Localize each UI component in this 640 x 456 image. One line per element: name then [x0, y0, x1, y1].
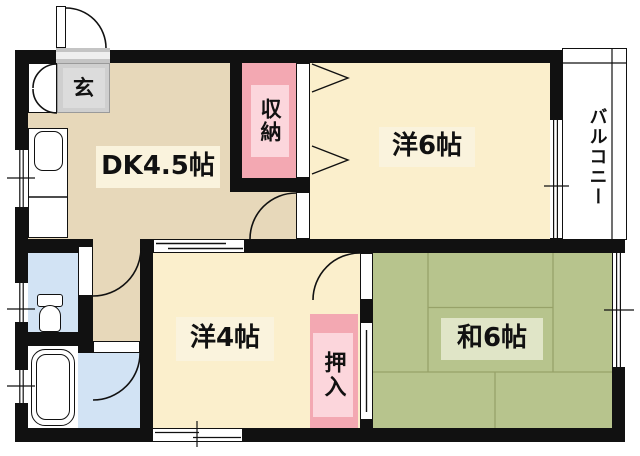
- window-bathroom: [15, 370, 28, 403]
- entrance-mat-inner: [63, 68, 105, 108]
- entrance-threshold: [56, 48, 110, 63]
- room-bathroom: [78, 353, 140, 428]
- storage-folding-doors: [296, 63, 310, 178]
- door-western4-japanese6: [360, 253, 373, 300]
- wall-bottom: [15, 428, 625, 442]
- label-oshiire: 押入: [313, 333, 353, 417]
- wall-storage-left: [230, 50, 242, 192]
- oshiire-fusuma: [360, 322, 373, 420]
- window-japanese6: [613, 253, 625, 367]
- wall-bath-corner: [78, 332, 93, 353]
- toilet-bowl-icon: [39, 305, 61, 332]
- door-toilet: [78, 246, 93, 296]
- entrance-door-arc: [65, 7, 107, 49]
- label-japanese6: 和6帖: [441, 318, 543, 360]
- window-kitchen: [15, 150, 28, 207]
- window-toilet: [15, 283, 28, 322]
- label-entrance: 玄: [73, 75, 94, 100]
- wall-toilet-bottom: [15, 332, 93, 346]
- door-bathroom: [93, 341, 140, 353]
- label-storage: 収納: [251, 85, 289, 157]
- window-western4: [153, 429, 242, 441]
- window-balcony: [550, 120, 562, 238]
- wall-mid-horizontal: [140, 239, 625, 253]
- label-western4: 洋4帖: [176, 317, 274, 361]
- wall-corridor-right: [140, 239, 153, 442]
- entrance-door-leaf: [56, 6, 66, 48]
- shoe-cabinet: [28, 63, 57, 113]
- balcony: [562, 48, 627, 240]
- corridor: [93, 239, 140, 353]
- door-dk-western6: [296, 192, 310, 239]
- sliding-door-western4: [153, 239, 245, 253]
- label-western6: 洋6帖: [379, 127, 475, 167]
- label-dk: DK4.5帖: [96, 146, 220, 188]
- label-balcony: バルコニー: [586, 107, 608, 207]
- kitchen-sink-icon: [34, 131, 63, 171]
- bathtub-inner: [36, 354, 70, 420]
- wall-top-main: [110, 50, 562, 63]
- wall-storage-bottom: [230, 178, 312, 192]
- wall-toilet-top: [28, 239, 93, 253]
